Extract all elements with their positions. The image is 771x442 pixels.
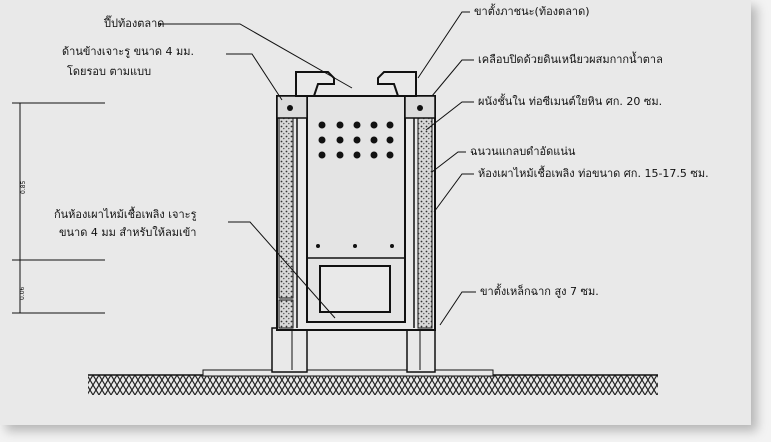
label-pot-rest: ขาตั้งภาชนะ(ท้องตลาด) [474, 3, 590, 18]
label-side-holes-1: ด้านข้างเจาะรู ขนาด 4 มม. [62, 45, 194, 58]
leader-lines [158, 11, 476, 326]
pot-rest-left [295, 71, 335, 97]
label-side-holes-2: โดยรอบ ตามแบบ [67, 64, 151, 78]
label-clay-coat: เคลือบปิดด้วยดินเหนียวผสมกากน้ำตาล [478, 51, 663, 66]
insulation-left [278, 117, 294, 299]
left-leg [271, 327, 308, 373]
label-bottom-2: ขนาด 4 มม สำหรับให้ลมเข้า [59, 226, 196, 239]
fuel-door [319, 265, 391, 313]
label-bottom-1: ก้นห้องเผาไหม้เชื้อเพลิง เจาะรู [54, 206, 197, 221]
pot-rest-right [377, 71, 417, 97]
air-holes [316, 121, 394, 248]
label-top-bucket: ปี๊ปท้องตลาด [103, 15, 164, 30]
ground-hatch [88, 375, 658, 395]
dimension-upper: 0.85 [20, 180, 27, 194]
label-insulation: ฉนวนแกลบดำอัดแน่น [470, 145, 576, 158]
label-inner-wall: ผนังชั้นใน ท่อซีเมนต์ใยหิน ศก. 20 ซม. [478, 93, 662, 108]
insulation-right [417, 117, 433, 329]
label-fuel-chamber: ห้องเผาไหม้เชื้อเพลิง ท่อขนาด ศก. 15-17.… [478, 165, 709, 180]
label-legs: ขาตั้งเหล็กฉาก สูง 7 ซม. [480, 283, 599, 298]
dimension-lower: 0.06 [19, 286, 26, 300]
right-leg [406, 327, 436, 373]
base-slab [202, 369, 494, 377]
dimension-lines [12, 102, 105, 314]
